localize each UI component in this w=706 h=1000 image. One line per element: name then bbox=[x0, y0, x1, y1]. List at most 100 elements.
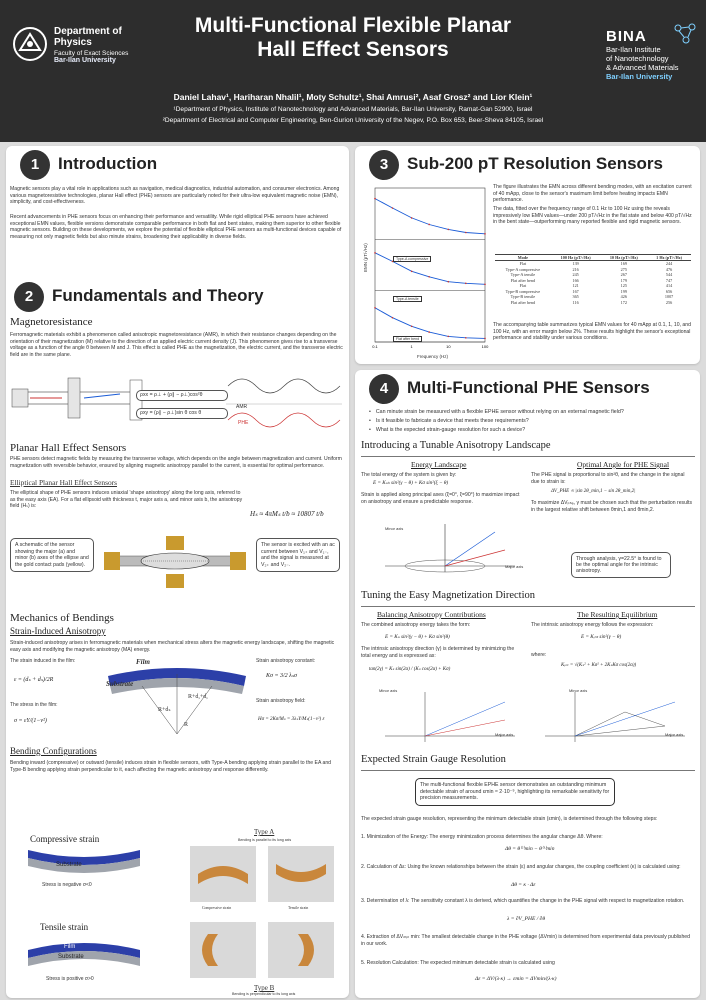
strain-equation: ε = (dₛ + dₛ)/2R bbox=[14, 677, 54, 683]
emn-data-point bbox=[447, 228, 450, 231]
emn-data-point bbox=[447, 280, 450, 283]
step-2-equation: Δθ = κ · Δε bbox=[511, 882, 536, 888]
re-minor-axis: Minor axis bbox=[569, 688, 588, 693]
magnetoresistance-text: Ferromagnetic materials exhibit a phenom… bbox=[10, 332, 343, 358]
tens-substrate-label: Substrate bbox=[58, 954, 84, 960]
x-tick-label: 100 bbox=[482, 344, 489, 349]
substrate-label: Substrate bbox=[106, 680, 134, 688]
tensile-strain-diagram bbox=[28, 943, 140, 966]
bending-strain-diagram bbox=[108, 668, 246, 735]
s3-paragraph-3: The accompanying table summarizes typica… bbox=[493, 322, 691, 342]
emn-table: Mode 100 Hz (pT/√Hz) 10 Hz (pT/√Hz) 1 Hz… bbox=[495, 254, 691, 305]
el-text-2: Strain is applied along principal axes (… bbox=[361, 492, 520, 505]
legend-type-a-comp: Type-A compressive bbox=[393, 256, 432, 262]
emn-data-point bbox=[428, 223, 430, 226]
esr-heading: Expected Strain Gauge Resolution bbox=[361, 754, 506, 765]
comp-substrate-label: Substrate bbox=[56, 862, 82, 868]
aniso-field-label: Strain anisotropy field: bbox=[256, 698, 306, 704]
step-2: 2. Calculation of Δε: Using the known re… bbox=[361, 864, 681, 870]
emn-table-cell: 1007 bbox=[664, 294, 674, 299]
emn-data-point bbox=[428, 331, 430, 333]
step-3-equation: λ = ∂V_PHE / ∂θ bbox=[507, 916, 546, 922]
section-2-title: Fundamentals and Theory bbox=[52, 286, 264, 305]
rho-xy-equation: ρxy = (ρ∥ − ρ⊥)sin θ cos θ bbox=[136, 408, 228, 419]
table-header-1hz: 1 Hz (pT/√Hz) bbox=[647, 254, 691, 261]
emn-table-cell: 121 bbox=[572, 283, 579, 288]
affiliation-2: ²Department of Electrical and Computer E… bbox=[162, 117, 544, 124]
anisotropy-axes-diagrams bbox=[385, 692, 685, 742]
emn-table-cell: Flat after bend bbox=[510, 277, 536, 283]
excitation-caption-box: The sensor is excited with an ac current… bbox=[256, 538, 340, 573]
question-3: What is the expected strain-gauge resolu… bbox=[369, 426, 695, 435]
emn-data-point bbox=[391, 207, 394, 209]
emn-data-point bbox=[484, 283, 486, 286]
emn-table-cell: 139 bbox=[572, 261, 579, 266]
emn-table-cell: 426 bbox=[620, 294, 627, 299]
phs-text: PHE sensors detect magnetic fields by me… bbox=[10, 456, 342, 469]
emn-table-cell: 172 bbox=[620, 299, 627, 305]
tem-major-axis: Major axis bbox=[495, 732, 514, 737]
el-text: The total energy of the system is given … bbox=[361, 472, 457, 478]
emn-table-cell: 166 bbox=[572, 277, 579, 283]
film-label: Film bbox=[136, 658, 151, 666]
el-minor-axis: Minor axis bbox=[385, 526, 404, 531]
emn-table-cell: 365 bbox=[572, 294, 579, 299]
section-4-number: 4 bbox=[369, 374, 399, 404]
emn-table-cell: 125 bbox=[620, 283, 627, 288]
emn-table-cell: 199 bbox=[620, 288, 627, 294]
k-int-equation: Kᵢₙₜ = √(Kₛ² + Kσ² + 2KₛKσ cos(2α)) bbox=[561, 663, 637, 668]
dept-subtitle: Faculty of Exact Sciences bbox=[54, 50, 129, 57]
amr-phe-diagram bbox=[11, 377, 342, 428]
section-4-title: Multi-Functional PHE Sensors bbox=[407, 378, 650, 397]
strain-label: The strain induced in the film: bbox=[10, 658, 76, 664]
emn-data-point bbox=[391, 260, 394, 263]
intro-paragraph-1: Magnetic sensors play a vital role in ap… bbox=[10, 186, 340, 206]
emn-data-point bbox=[465, 282, 467, 285]
k-sigma-equation: Kσ = 3/2 λₛσ bbox=[266, 673, 297, 679]
tal-heading: Introducing a Tunable Anisotropy Landsca… bbox=[361, 440, 551, 451]
emn-data-point bbox=[447, 335, 450, 338]
oa-text: The PHE signal is proportional to sin²θ,… bbox=[531, 472, 685, 485]
optimal-angle-heading: Optimal Angle for PHE Signal bbox=[577, 460, 670, 469]
emn-table-header: Mode 100 Hz (pT/√Hz) 10 Hz (pT/√Hz) 1 Hz… bbox=[495, 254, 691, 261]
physics-logo-icon bbox=[13, 27, 47, 61]
x-tick-label: 1 bbox=[411, 344, 414, 349]
emn-table-cell: Type-A compressive bbox=[505, 266, 541, 272]
step-1: 1. Minimization of the Energy: The energ… bbox=[361, 834, 603, 840]
energy-axes-diagram bbox=[385, 524, 515, 573]
table-header-mode: Mode bbox=[495, 254, 551, 261]
re-heading: The Resulting Equilibrium bbox=[577, 610, 658, 619]
bac-text: The combined anisotropy energy takes the… bbox=[361, 622, 471, 628]
type-a-note: Bending is parallel to its long axis bbox=[238, 838, 292, 842]
emn-table-cell: 169 bbox=[620, 261, 627, 266]
emn-table-cell: 275 bbox=[620, 266, 627, 272]
intrinsic-energy-equation: E = Kᵢₙₜ sin²(γ − θ) bbox=[581, 634, 622, 640]
tens-small-label: Tensile strain bbox=[288, 906, 309, 910]
emn-ylabel: EMN (pT/√Hz) bbox=[363, 243, 368, 272]
emn-data-point bbox=[465, 337, 467, 339]
comp-film-label: Film bbox=[62, 852, 74, 858]
step-1-equation: Δθ = θ⁽²⁾min − θ⁽¹⁾min bbox=[505, 846, 555, 852]
tem-heading: Tuning the Easy Magnetization Direction bbox=[361, 590, 535, 601]
emn-data-point bbox=[410, 270, 413, 273]
emn-table-cell: Type-B compressive bbox=[505, 288, 541, 294]
s3-paragraph-1: The figure illustrates the EMN across di… bbox=[493, 184, 692, 204]
tensile-note: Stress is positive σ>0 bbox=[46, 976, 94, 982]
type-a-label: Type A bbox=[254, 828, 275, 836]
compressive-note: Stress is negative σ<0 bbox=[42, 882, 92, 888]
emn-table-cell: 167 bbox=[572, 288, 579, 294]
re-major-axis: Major axis bbox=[665, 732, 684, 737]
authors: Daniel Lahav¹, Hariharan Nhalil¹, Moty S… bbox=[173, 92, 533, 102]
aniso-constant-label: Strain anisotropy constant: bbox=[256, 658, 316, 664]
energy-landscape-heading: Energy Landscape bbox=[411, 460, 467, 469]
x-tick-label: 10 bbox=[446, 344, 451, 349]
bac-heading: Balancing Anisotropy Contributions bbox=[377, 610, 486, 619]
emn-table-cell: 216 bbox=[572, 266, 579, 272]
